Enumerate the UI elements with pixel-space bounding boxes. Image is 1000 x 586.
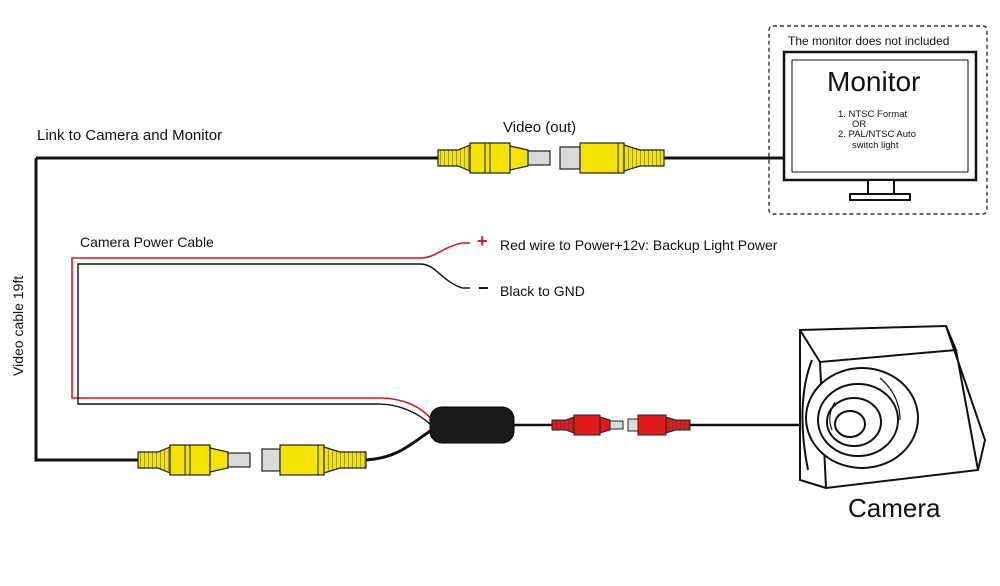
video-cable-left bbox=[34, 158, 140, 462]
power-cable-inner bbox=[77, 263, 463, 427]
minus-sign: − bbox=[478, 278, 489, 298]
label-video-cable: Video cable 19ft bbox=[10, 275, 26, 376]
rca-male-bottom bbox=[137, 444, 251, 476]
rca-red-male bbox=[551, 414, 624, 436]
video-cable-junction bbox=[365, 428, 433, 462]
monitor-spec-1: 1. NTSC Format bbox=[838, 109, 908, 120]
rca-male-top bbox=[437, 142, 551, 174]
label-link: Link to Camera and Monitor bbox=[37, 127, 223, 144]
label-red-wire: Red wire to Power+12v: Backup Light Powe… bbox=[500, 237, 778, 253]
monitor-stand bbox=[867, 179, 895, 195]
power-cable-red bbox=[71, 242, 463, 421]
rca-red-female bbox=[627, 414, 691, 436]
plus-sign: + bbox=[477, 231, 488, 251]
monitor-note: The monitor does not included bbox=[788, 34, 950, 48]
rca-female-bottom bbox=[261, 444, 367, 476]
label-black-wire: Black to GND bbox=[500, 283, 585, 299]
monitor-spec-4: switch light bbox=[852, 140, 899, 151]
monitor-screen bbox=[782, 50, 978, 182]
monitor-box bbox=[768, 25, 988, 215]
monitor-spec-2: OR bbox=[852, 119, 867, 130]
rca-female-top bbox=[559, 142, 665, 174]
monitor-title: Monitor bbox=[827, 66, 921, 97]
camera-drawing bbox=[799, 324, 987, 490]
label-power-cable: Camera Power Cable bbox=[80, 234, 214, 250]
label-video-out: Video (out) bbox=[503, 119, 577, 136]
label-camera: Camera bbox=[848, 493, 941, 523]
junction-box bbox=[429, 406, 515, 444]
monitor-spec-3: 2. PAL/NTSC Auto bbox=[838, 129, 916, 140]
